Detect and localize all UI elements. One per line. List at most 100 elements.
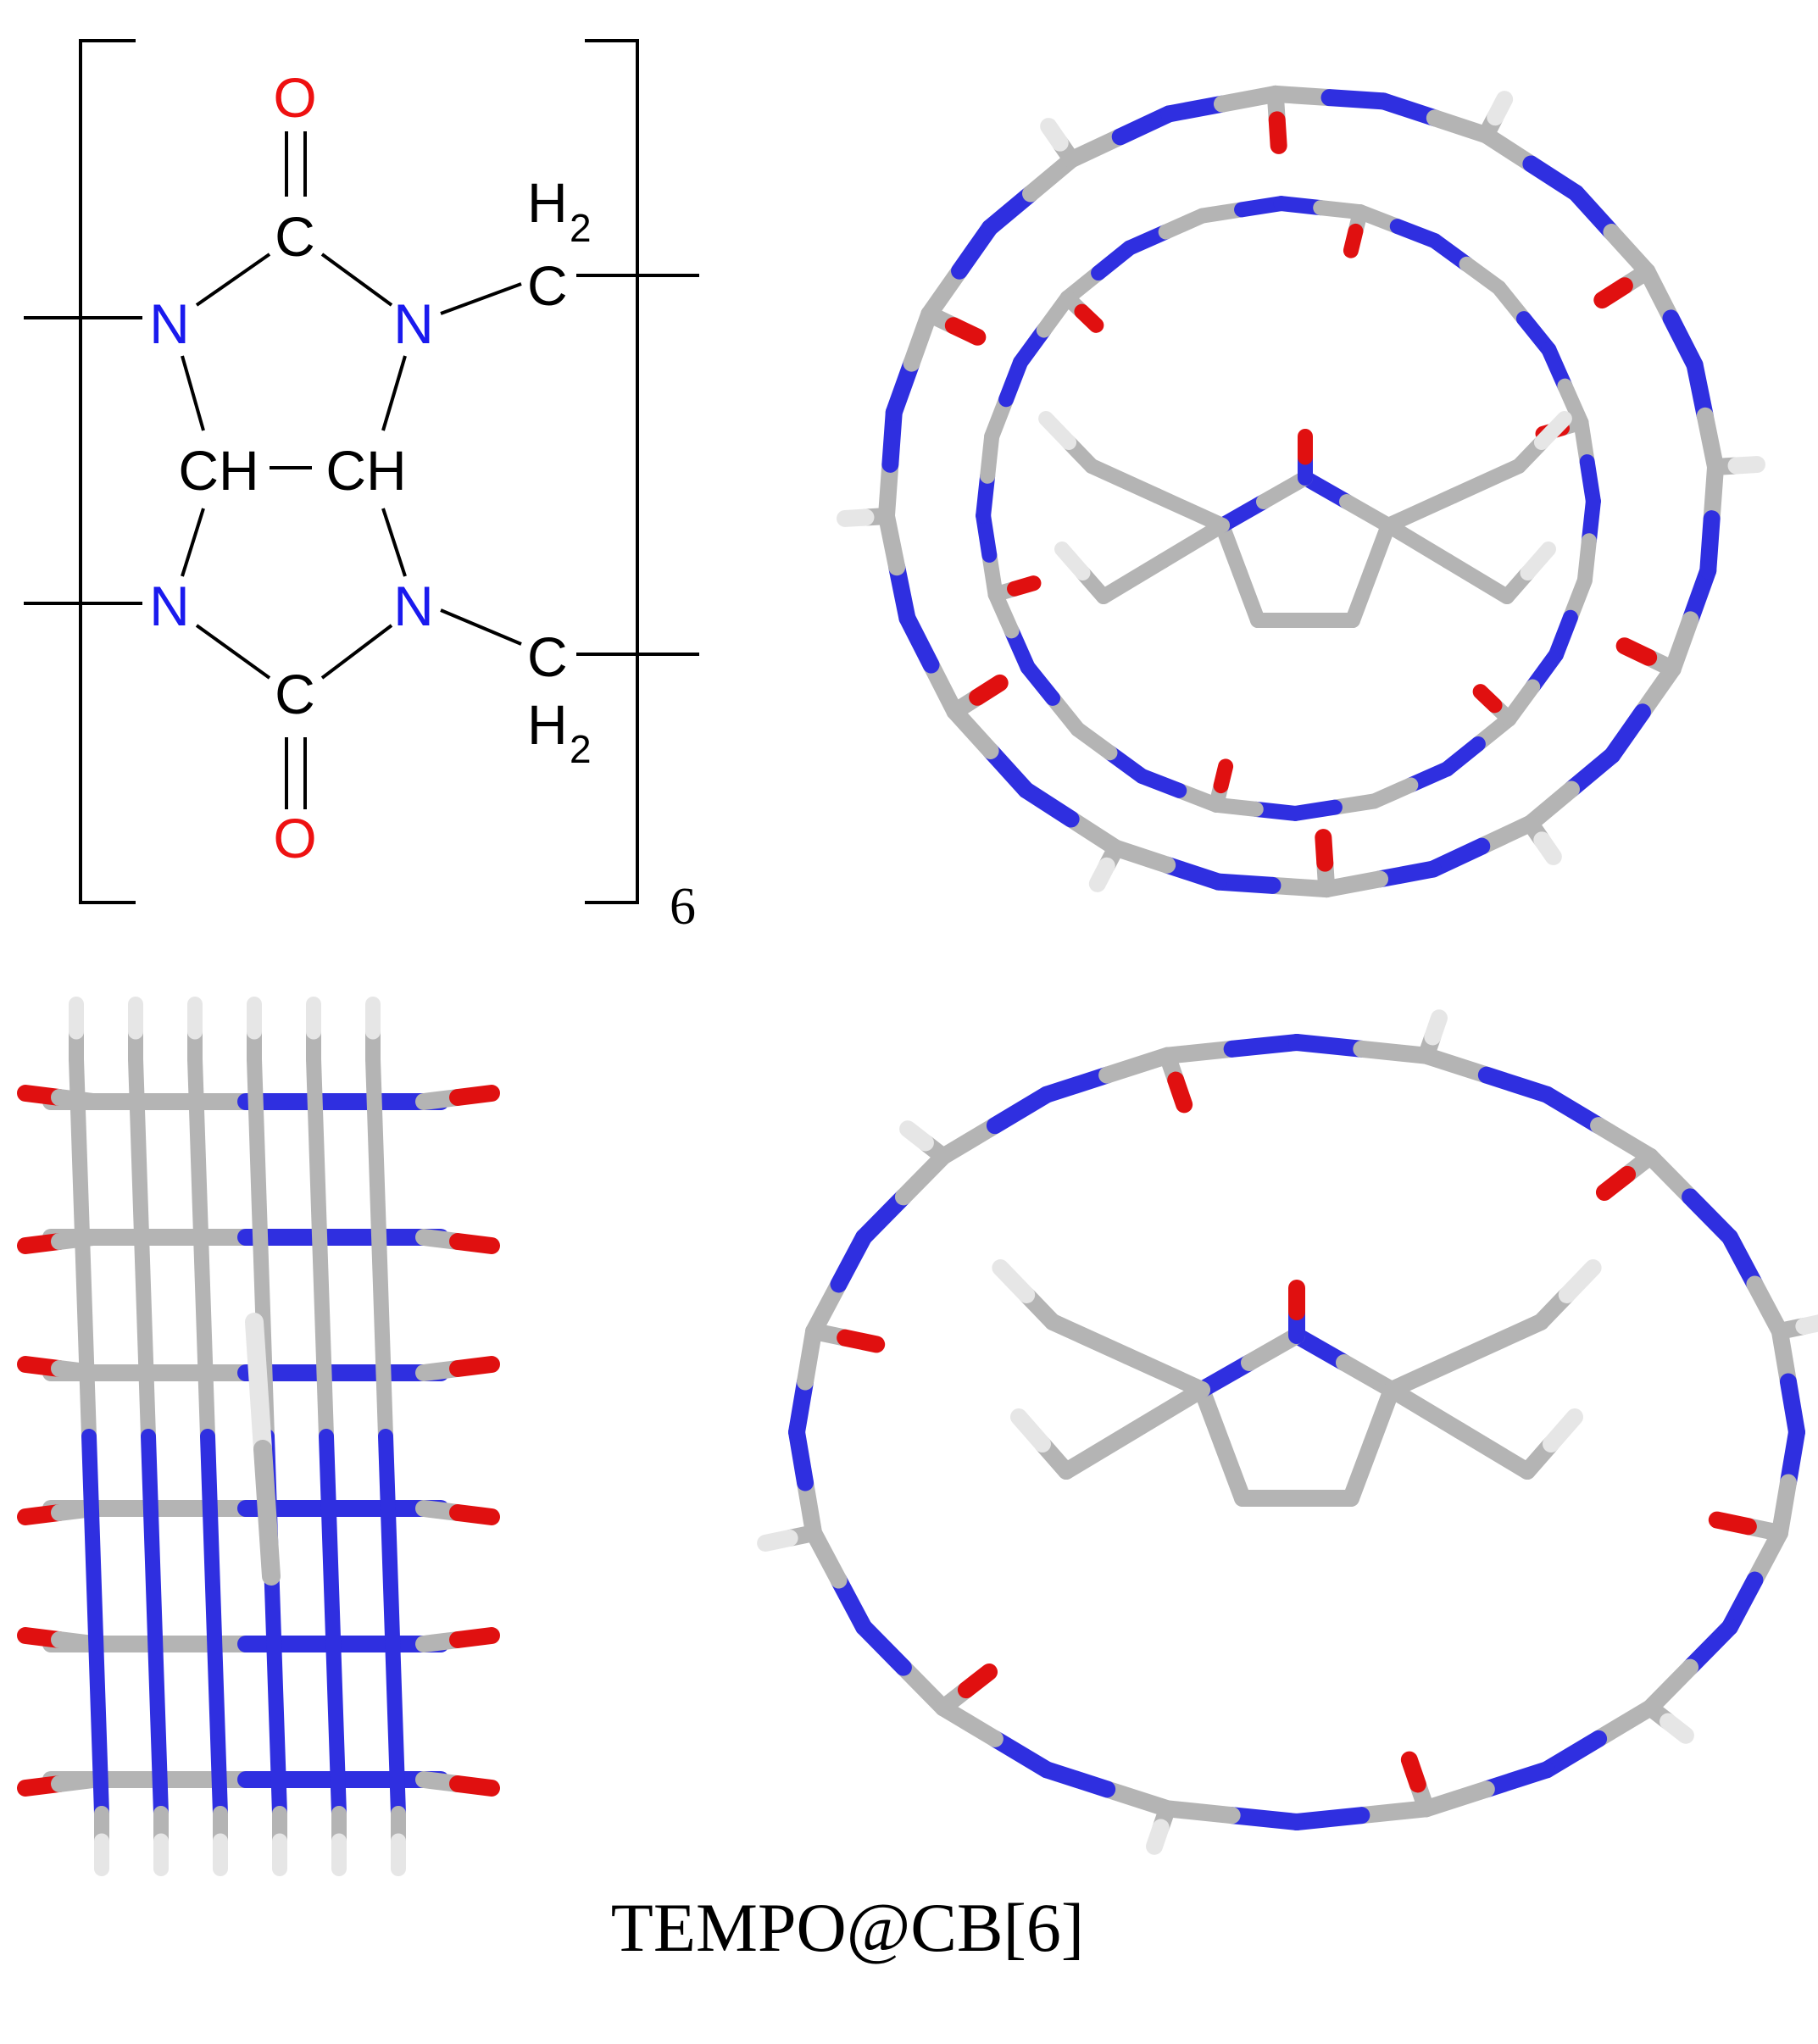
bond-stick <box>957 1663 998 1699</box>
bond-stick <box>1159 856 1227 891</box>
bond-stick <box>969 674 1009 706</box>
bond-stick <box>1381 488 1461 533</box>
bond-stick <box>51 1631 102 1652</box>
bond-stick <box>1721 1571 1764 1636</box>
bond-stick <box>1096 553 1170 604</box>
atom-n-upper-left: N <box>149 292 190 355</box>
atom-c-top: C <box>275 205 315 268</box>
bond-stick <box>1721 1229 1764 1293</box>
bond-stick <box>830 1229 873 1293</box>
bond-stick <box>378 1429 406 1821</box>
bond-stick <box>1215 518 1248 580</box>
bond-stick <box>1371 860 1442 888</box>
bond-stick <box>1593 277 1633 309</box>
bond-stick <box>1159 1800 1241 1825</box>
tempo-cb6-tilted-view <box>837 85 1765 898</box>
bond-stick <box>1119 1347 1210 1398</box>
bond-stick <box>1424 837 1491 878</box>
bond-stick <box>1708 1511 1757 1536</box>
bond-stick <box>899 1120 934 1152</box>
bond-stick <box>306 1052 334 1444</box>
bond-stick <box>788 1373 814 1441</box>
bond-stick <box>1642 1147 1699 1206</box>
bond-stick <box>449 1085 500 1106</box>
bond-stick <box>1603 224 1656 280</box>
atom-ch-left: CH <box>178 439 259 502</box>
bond-stick <box>903 305 938 372</box>
bond-stick <box>797 1474 823 1542</box>
bond-stick <box>245 1313 272 1458</box>
bond-stick <box>1126 1381 1210 1439</box>
bond-stick <box>1038 1066 1116 1103</box>
bond-stick <box>1567 184 1621 242</box>
bond-stick <box>1010 1408 1051 1452</box>
bond-stick <box>920 262 969 323</box>
bond-stick <box>1214 1436 1251 1507</box>
bond-stick <box>365 1052 393 1444</box>
bond-stick <box>944 317 987 346</box>
bond-stick <box>1223 1034 1305 1058</box>
bond-stick <box>1662 309 1704 374</box>
bond-stick <box>69 1052 97 1444</box>
bond-stick <box>1298 470 1354 509</box>
bond-stick <box>855 1619 912 1676</box>
bond-stick <box>449 1504 500 1525</box>
atom-ch2-bottom-c: C <box>527 625 568 688</box>
bond-stick <box>981 185 1040 236</box>
bond-stick <box>1213 758 1234 794</box>
bond-stick <box>888 558 916 627</box>
bond-stick <box>1363 1381 1400 1452</box>
bond-stick <box>128 1052 156 1444</box>
bond-stick <box>1487 91 1514 126</box>
atom-n-upper-right: N <box>393 292 434 355</box>
bond-stick <box>449 1356 500 1377</box>
bond-stick <box>1477 1066 1555 1103</box>
bond-stick <box>1058 1422 1143 1480</box>
bond-stick <box>922 656 964 720</box>
bond-stick <box>1256 470 1313 509</box>
bond-stick <box>449 1627 500 1648</box>
bond-stick <box>881 403 903 473</box>
bond-stick <box>1098 1780 1176 1818</box>
bond-stick <box>1779 1373 1805 1441</box>
bond-stick <box>1590 1117 1660 1165</box>
bond-stick <box>1213 85 1284 113</box>
bond-stick <box>1074 303 1104 333</box>
bond-stick <box>1727 456 1765 475</box>
bond-stick <box>1063 128 1129 169</box>
bond-stick <box>200 1429 228 1821</box>
bond-stick <box>946 703 999 759</box>
bond-stick <box>1703 458 1725 528</box>
atom-ch-right: CH <box>325 439 406 502</box>
bond-stick <box>1638 263 1680 327</box>
bond-stick <box>894 1658 952 1717</box>
bond-stick <box>1084 458 1165 503</box>
bond-stick <box>1315 829 1334 872</box>
bond-stick <box>1215 494 1271 533</box>
bond-stick <box>1595 1165 1637 1202</box>
ch2-bottom-subscript: 2 <box>570 727 592 771</box>
bond-stick <box>1699 510 1721 580</box>
bond-stick <box>1558 1259 1602 1303</box>
bond-stick <box>1232 565 1265 628</box>
bond-stick <box>1098 1047 1176 1084</box>
bond-stick <box>1538 1730 1608 1779</box>
bond-stick <box>1543 1408 1583 1452</box>
bond-stick <box>1241 1327 1305 1371</box>
bond-stick <box>885 354 920 421</box>
bond-stick <box>319 1429 347 1821</box>
bond-stick <box>253 1440 281 1586</box>
bond-stick <box>81 1429 109 1821</box>
bond-stick <box>1682 562 1717 629</box>
bond-stick <box>1017 781 1080 828</box>
bond-stick <box>805 1525 848 1589</box>
bond-stick <box>1590 1699 1660 1747</box>
atom-c-bottom: C <box>275 663 315 725</box>
bond-stick <box>1155 518 1230 569</box>
bond-stick <box>898 609 940 674</box>
bond-stick <box>1383 1347 1475 1398</box>
bond-stick <box>1417 1780 1495 1818</box>
bond-stick <box>934 1117 1004 1165</box>
